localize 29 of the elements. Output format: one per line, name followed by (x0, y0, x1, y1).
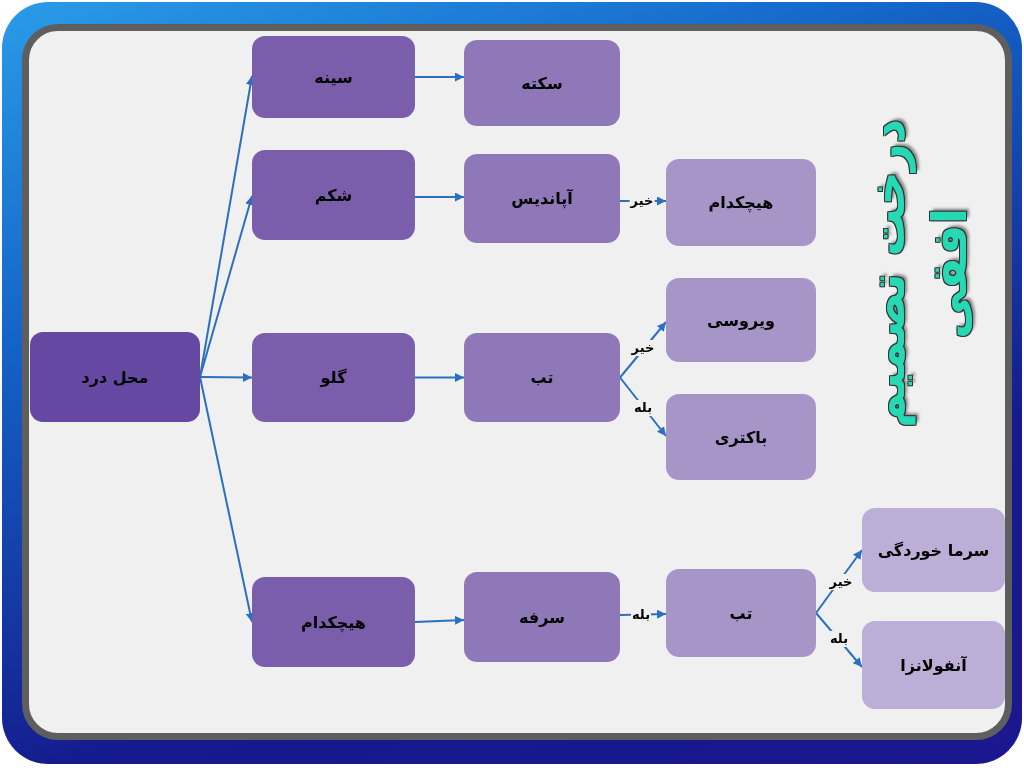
edge-label: خیر (630, 340, 656, 356)
decision-box: محل درد (30, 332, 200, 422)
decision-box: تب (464, 333, 620, 422)
title: درخت تصمیم افقی (857, 117, 978, 430)
decision-box: سرفه (464, 572, 620, 662)
arrow (619, 376, 667, 437)
arrow (414, 615, 465, 625)
arrow (199, 372, 253, 382)
decision-box: هیچکدام (666, 159, 816, 246)
arrow (199, 195, 254, 378)
edge-label: بله (630, 607, 652, 623)
decision-box: آپاندیس (464, 154, 620, 243)
arrow (815, 612, 863, 668)
edge-label: بله (632, 400, 654, 416)
edge-label: بله (828, 631, 850, 647)
edge-label: خیر (828, 574, 854, 590)
decision-box: آنفولانزا (862, 621, 1005, 709)
arrow (414, 373, 465, 382)
decision-box: گلو (252, 333, 415, 422)
arrow (414, 72, 465, 82)
decision-box: تب (666, 569, 816, 657)
decision-box: سکته (464, 40, 620, 126)
decision-box: ویروسی (666, 278, 816, 362)
decision-box: باکتری (666, 394, 816, 480)
decision-box: هیچکدام (252, 577, 415, 667)
arrow (414, 192, 465, 202)
decision-box: سینه (252, 36, 415, 118)
decision-box: سرما خوردگی (862, 508, 1005, 592)
decision-box: شکم (252, 150, 415, 240)
